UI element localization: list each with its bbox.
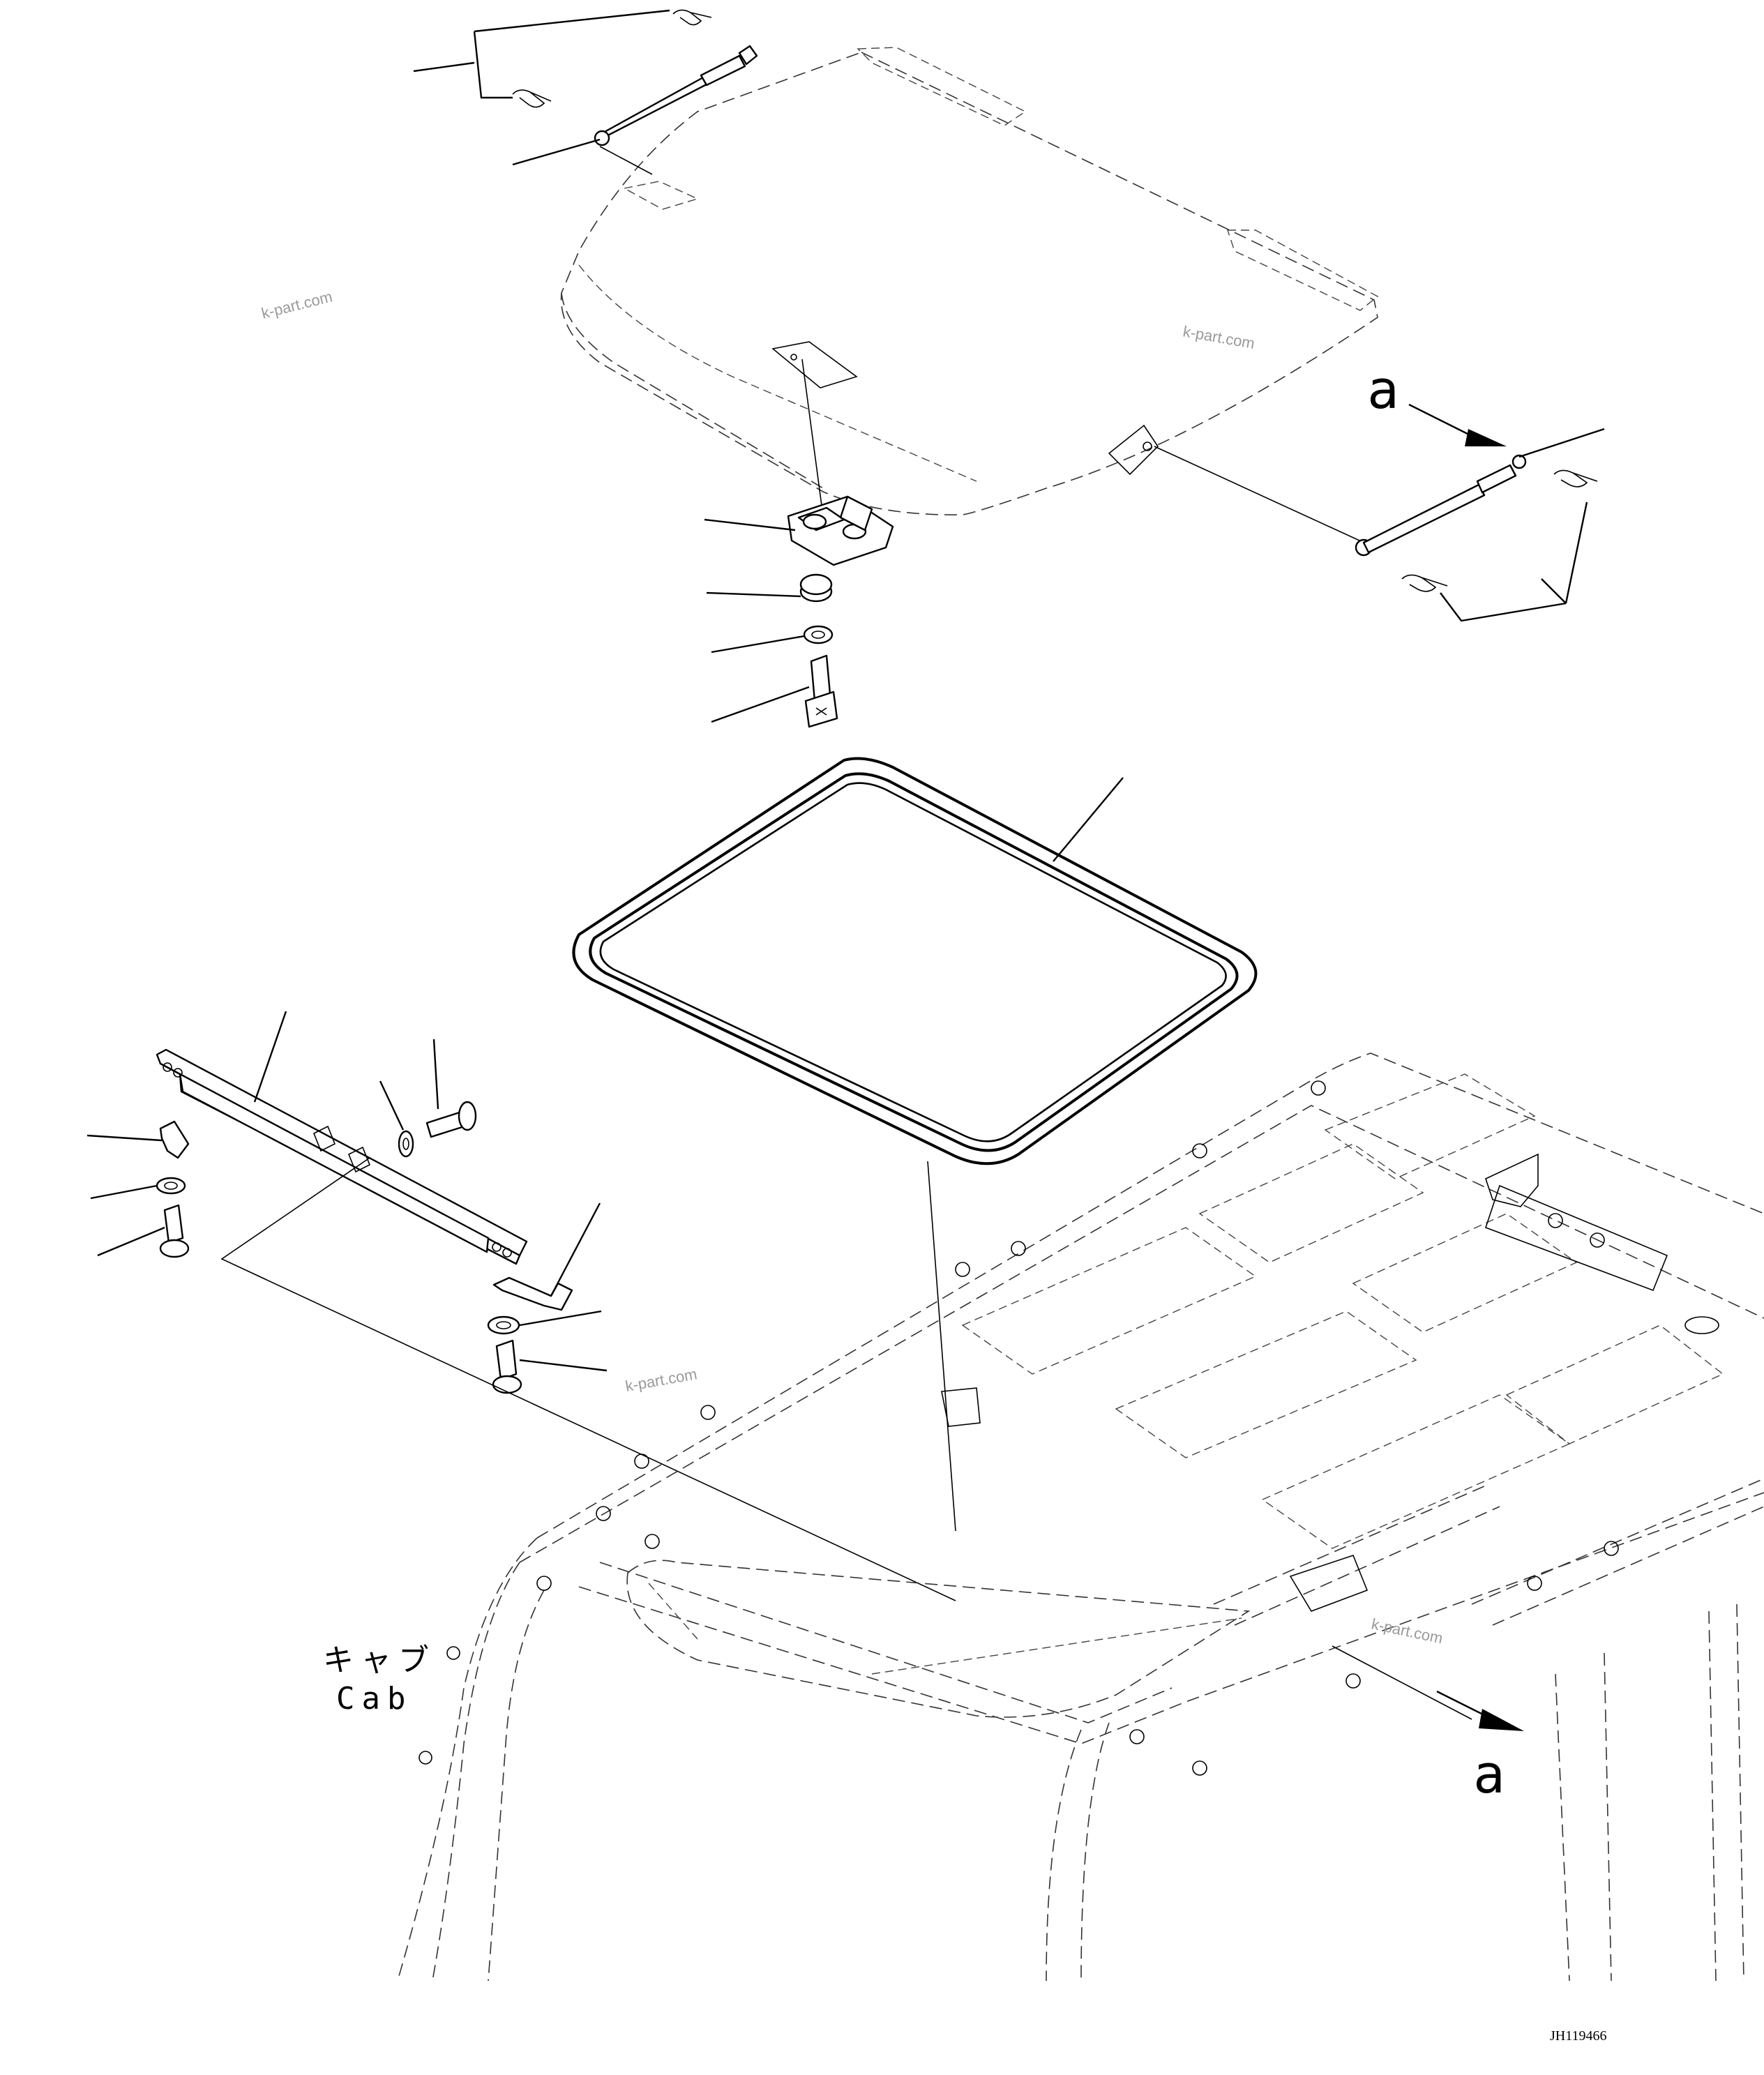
view-arrowhead-a-top (1465, 429, 1507, 446)
watermark-2: k-part.com (1182, 322, 1256, 352)
strut-center-line-left (599, 146, 653, 175)
leader-gas-strut-right (1518, 428, 1605, 458)
leader-washer-rail-mid (379, 1080, 405, 1131)
cab-outline (397, 1052, 1764, 1982)
leader-bolt-latch (711, 686, 810, 723)
leader-rail (253, 1011, 287, 1103)
leader-latch-block (704, 518, 796, 531)
cab-label-en: Cab (336, 1681, 412, 1716)
watermark-3: k-part.com (624, 1365, 699, 1395)
washer-rail-mid (398, 1130, 414, 1158)
leader-snap-pins-right (1541, 578, 1567, 604)
roof-hatch-outline (560, 47, 1379, 515)
bolt-right (492, 1339, 522, 1394)
bracket-snap-pins-left (473, 9, 670, 99)
hatch-seal (572, 757, 1258, 1165)
leader-seal (1053, 777, 1124, 862)
leader-clip-left (86, 1134, 163, 1142)
watermark-1: k-part.com (259, 287, 334, 322)
leader-snap-pins-left (413, 61, 475, 73)
washer-left (156, 1177, 186, 1195)
watermark-4: k-part.com (1370, 1615, 1445, 1647)
bolt-left (159, 1204, 190, 1258)
rail-center-line (220, 1157, 956, 1601)
strut-center-line-right (1154, 446, 1368, 545)
gas-strut-left (594, 45, 758, 146)
leader-bolt-left (97, 1226, 165, 1257)
guide-rail (156, 1048, 528, 1265)
bracket-snap-pins-right (1440, 501, 1588, 622)
leader-washer-latch (711, 635, 805, 654)
cab-strut-center-line (1332, 1645, 1472, 1720)
leader-clip-right (550, 1202, 601, 1297)
bolt-latch (804, 654, 838, 728)
view-arrow-a-top (1408, 403, 1479, 441)
snap-pin-right-lower (1401, 574, 1448, 592)
leader-bolt-rail-mid (432, 1039, 439, 1110)
leader-washer-right (519, 1310, 602, 1327)
washer-right (487, 1315, 520, 1335)
leader-gas-strut-left (512, 138, 601, 166)
seal-center-line (927, 1161, 956, 1532)
gas-strut-right (1355, 454, 1527, 557)
leader-collar (706, 591, 801, 598)
drawing-number: JH119466 (1550, 2028, 1606, 2044)
view-label-a-top: a (1367, 359, 1399, 421)
leader-washer-left (90, 1184, 158, 1200)
clip-left (159, 1120, 190, 1159)
clip-right (492, 1276, 573, 1311)
snap-pin-left-lower (512, 89, 552, 108)
cab-label-jp: キャブ (323, 1643, 436, 1678)
washer-latch (803, 625, 834, 644)
view-label-a-bottom: a (1473, 1743, 1505, 1805)
snap-pin-left-upper (672, 9, 712, 26)
bolt-rail-mid (425, 1101, 477, 1138)
leader-bolt-right (519, 1359, 608, 1372)
snap-pin-right-upper (1553, 469, 1598, 488)
latch-center-line (801, 359, 824, 517)
latch-block (787, 495, 894, 566)
view-arrowhead-a-bottom (1479, 1709, 1524, 1731)
collar (799, 573, 833, 603)
